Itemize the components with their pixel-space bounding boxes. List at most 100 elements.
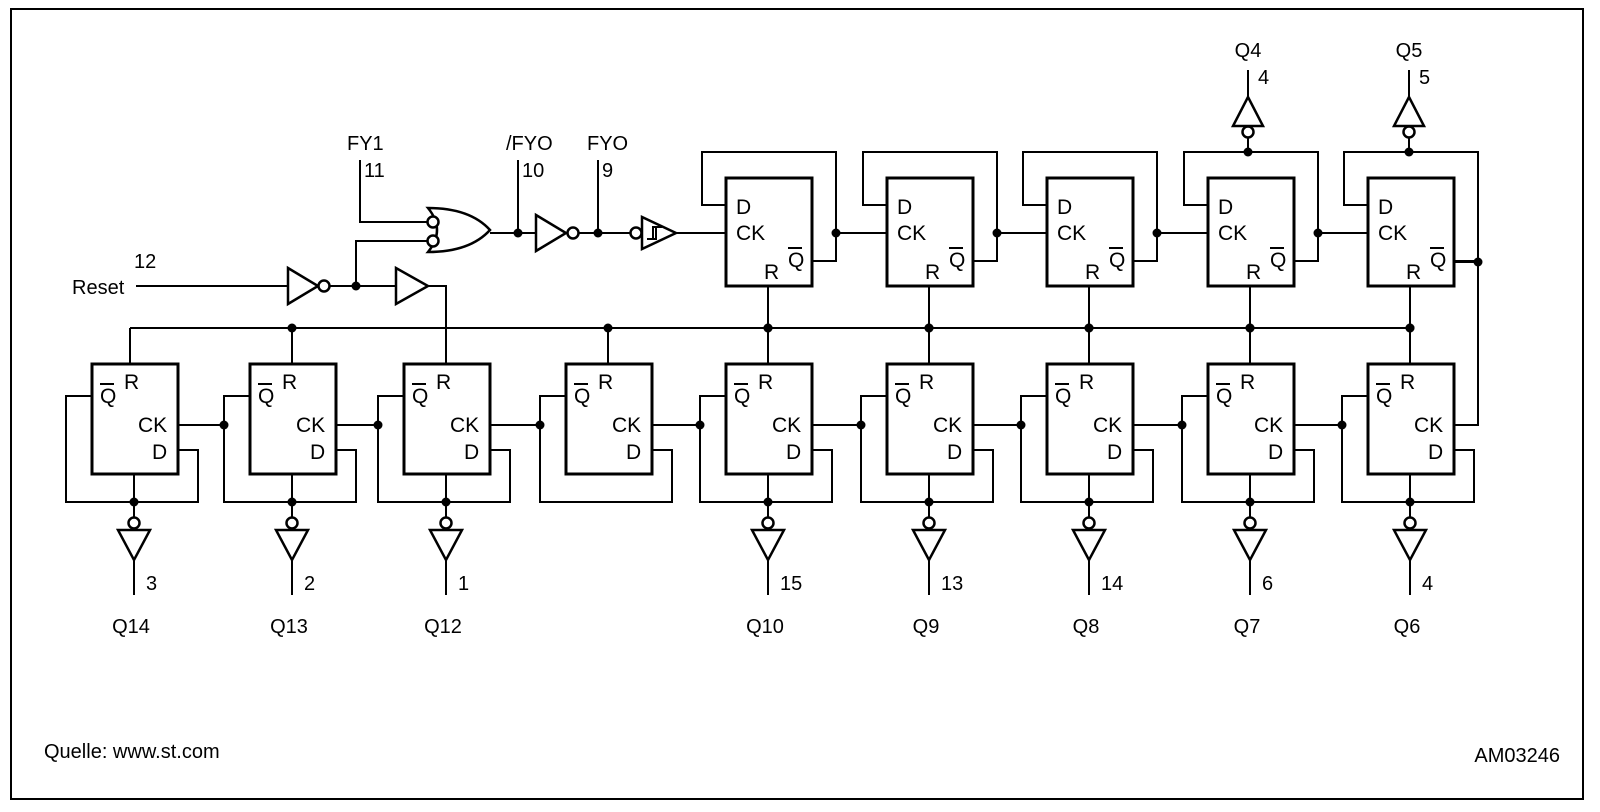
flip-flop-top-3 [1045, 176, 1135, 288]
inversion-bubble [426, 215, 440, 229]
flip-flop-bottom-3 [402, 362, 492, 476]
ff-qbar-label: Q [1430, 249, 1446, 272]
wire [1022, 151, 1158, 262]
ff-ck-label: CK [1414, 414, 1443, 437]
inversion-bubble [426, 234, 440, 248]
ff-d-label: D [464, 441, 479, 464]
ff-qbar-label: Q [412, 385, 428, 408]
output-buffer [115, 528, 153, 563]
junction-dot [1313, 228, 1323, 238]
flip-flop-bottom-8 [1206, 362, 1296, 476]
ff-qbar-label: Q [574, 385, 590, 408]
inversion-bubble [1403, 516, 1417, 530]
flip-flop-bottom-1 [90, 362, 180, 476]
ff-d-label: D [1378, 196, 1393, 219]
inversion-bubble [629, 226, 643, 240]
inverter [534, 212, 569, 254]
ff-r-label: R [436, 371, 451, 394]
output-buffer [1231, 528, 1269, 563]
junction-dot [831, 228, 841, 238]
ff-r-label: R [1400, 371, 1415, 394]
flip-flop-bottom-5 [724, 362, 814, 476]
reset-inverter [286, 265, 321, 307]
flip-flop-bottom-9 [1366, 362, 1456, 476]
flip-flop-bottom-2 [248, 362, 338, 476]
ff-d-label: D [947, 441, 962, 464]
wire [355, 240, 428, 286]
junction-dot [924, 497, 934, 507]
output-buffer [1391, 94, 1427, 128]
junction-dot [1405, 323, 1415, 333]
ff-ck-label: CK [296, 414, 325, 437]
junction-dot [856, 420, 866, 430]
inversion-bubble [1243, 516, 1257, 530]
ff-qbar-label: Q [258, 385, 274, 408]
or-gate [425, 206, 492, 254]
junction-dot [1016, 420, 1026, 430]
ff-qbar-label: Q [1270, 249, 1286, 272]
junction-dot [1243, 147, 1253, 157]
flip-flop-bottom-6 [885, 362, 975, 476]
nfyo-label: /FYO [506, 133, 553, 155]
wire [539, 395, 673, 503]
bottom-output-name: Q10 [746, 616, 784, 638]
wire [862, 151, 998, 262]
ff-ck-label: CK [772, 414, 801, 437]
junction-dot [1473, 257, 1483, 267]
schmitt-buffer [640, 215, 679, 251]
ff-ck-label: CK [933, 414, 962, 437]
ff-qbar-label: Q [100, 385, 116, 408]
junction-dot [603, 323, 613, 333]
ff-qbar-label: Q [788, 249, 804, 272]
junction-dot [441, 497, 451, 507]
ff-d-label: D [736, 196, 751, 219]
inversion-bubble [439, 516, 453, 530]
bottom-output-name: Q13 [270, 616, 308, 638]
junction-dot [535, 420, 545, 430]
bottom-output-pin: 2 [304, 573, 315, 595]
ff-r-label: R [764, 261, 779, 284]
reset-pin: 12 [134, 251, 156, 273]
ff-d-label: D [1268, 441, 1283, 464]
bottom-output-pin: 3 [146, 573, 157, 595]
bottom-output-name: Q7 [1234, 616, 1261, 638]
flip-flop-top-4 [1206, 176, 1296, 288]
flip-flop-top-1 [724, 176, 814, 288]
bottom-output-pin: 14 [1101, 573, 1123, 595]
junction-dot [763, 323, 773, 333]
inversion-bubble [285, 516, 299, 530]
junction-dot [695, 420, 705, 430]
junction-dot [1405, 497, 1415, 507]
junction-dot [129, 497, 139, 507]
fy1-label: FY1 [347, 133, 384, 155]
flip-flop-bottom-4 [564, 362, 654, 476]
ff-d-label: D [1107, 441, 1122, 464]
ff-r-label: R [282, 371, 297, 394]
wire [359, 160, 428, 223]
ff-ck-label: CK [1218, 222, 1247, 245]
junction-dot [1177, 420, 1187, 430]
output-buffer [910, 528, 948, 563]
fyo-pin: 9 [602, 160, 613, 182]
ff-r-label: R [758, 371, 773, 394]
ff-d-label: D [1057, 196, 1072, 219]
inversion-bubble [1402, 125, 1416, 139]
junction-dot [219, 420, 229, 430]
ff-ck-label: CK [1057, 222, 1086, 245]
inversion-bubble [127, 516, 141, 530]
reset-label: Reset [72, 277, 125, 299]
ff-d-label: D [1428, 441, 1443, 464]
top-output-name: Q5 [1396, 40, 1423, 62]
bottom-output-pin: 1 [458, 573, 469, 595]
wire [1454, 261, 1479, 426]
inversion-bubble [317, 279, 331, 293]
ff-qbar-label: Q [895, 385, 911, 408]
ff-d-label: D [897, 196, 912, 219]
bottom-output-name: Q14 [112, 616, 150, 638]
junction-dot [287, 323, 297, 333]
junction-dot [1245, 323, 1255, 333]
junction-dot [1404, 147, 1414, 157]
junction-dot [1337, 420, 1347, 430]
inversion-bubble [1082, 516, 1096, 530]
